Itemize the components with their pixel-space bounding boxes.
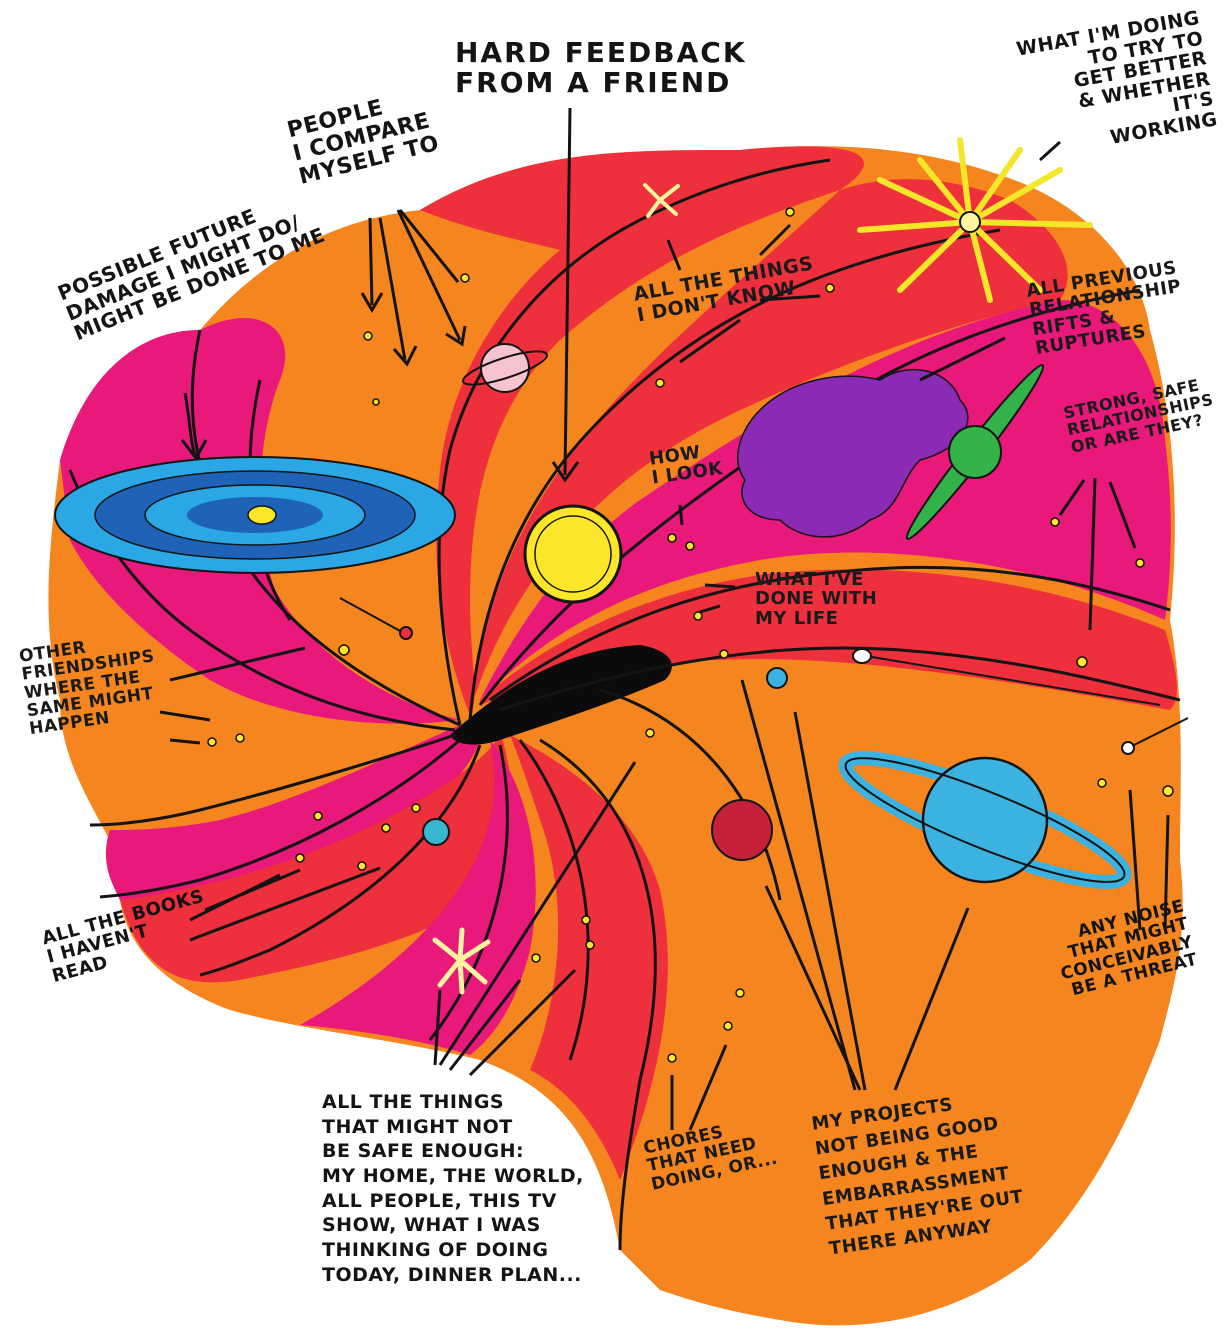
small-earth-planet: [423, 819, 449, 845]
label-what-ive-done: WHAT I'VE DONE WITH MY LIFE: [755, 570, 877, 628]
label-might-not-be-safe: ALL THE THINGS THAT MIGHT NOT BE SAFE EN…: [322, 1090, 584, 1288]
label-hard-feedback: HARD FEEDBACK FROM A FRIEND: [455, 38, 747, 98]
yellow-sun: [525, 506, 621, 602]
label-my-projects: MY PROJECTS NOT BEING GOOD ENOUGH & THE …: [810, 1084, 1028, 1261]
label-other-friendships: OTHER FRIENDSHIPS WHERE THE SAME MIGHT H…: [18, 629, 163, 739]
small-teal-planet: [767, 668, 787, 688]
dark-red-planet: [712, 800, 772, 860]
blue-galaxy: [55, 457, 455, 573]
